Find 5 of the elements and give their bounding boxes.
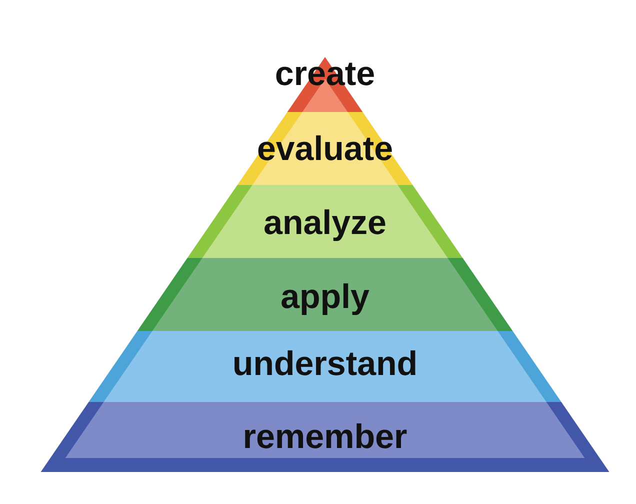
- pyramid-tier: understand: [88, 331, 562, 402]
- pyramid-tier: evaluate: [237, 112, 413, 185]
- pyramid-tier: remember: [40, 402, 610, 472]
- pyramid-tier: apply: [137, 258, 513, 331]
- pyramid-tier: analyze: [187, 185, 463, 258]
